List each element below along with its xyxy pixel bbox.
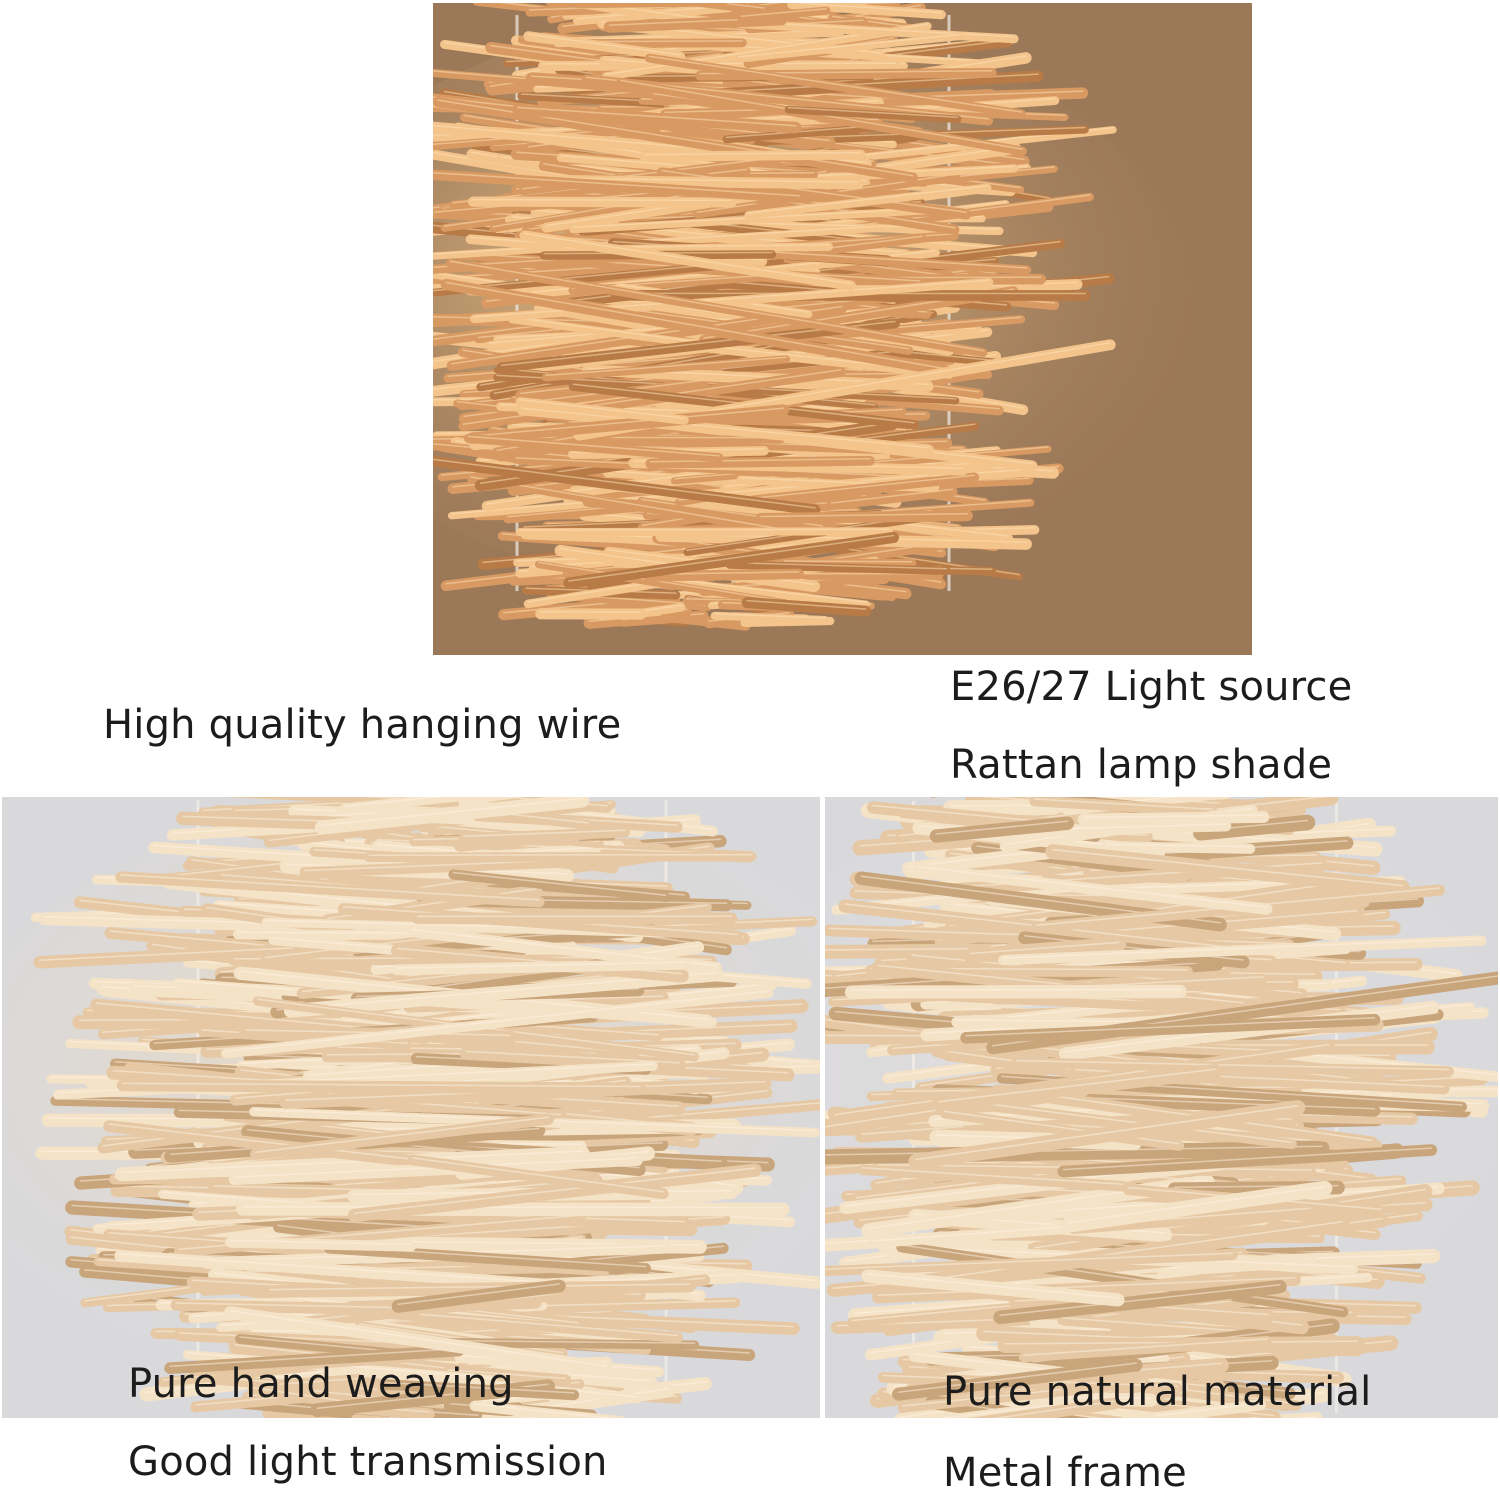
lit-rattan-lamp-photo (433, 3, 1252, 655)
hanging-wire-caption: High quality hanging wire (103, 702, 622, 748)
photo-divider (820, 797, 825, 1418)
rattan-side-closeup-photo (825, 797, 1498, 1418)
hand-weaving-caption: Pure hand weaving (128, 1361, 514, 1407)
lamp-shade-caption: Rattan lamp shade (950, 742, 1333, 788)
natural-material-caption: Pure natural material (943, 1369, 1372, 1415)
light-source-caption: E26/27 Light source (950, 664, 1353, 710)
lit-rattan-lamp-image (433, 3, 1252, 655)
light-transmission-caption: Good light transmission (128, 1439, 608, 1485)
rattan-weave-closeup-image (2, 797, 820, 1418)
rattan-side-closeup-image (825, 797, 1498, 1418)
metal-frame-caption: Metal frame (943, 1450, 1187, 1496)
rattan-weave-closeup-photo (2, 797, 820, 1418)
